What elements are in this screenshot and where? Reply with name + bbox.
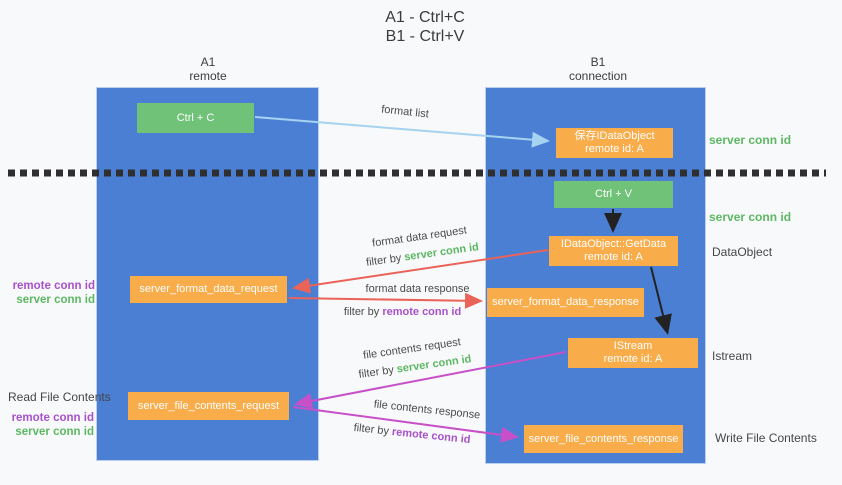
node-istream-line2: remote id: A bbox=[603, 353, 663, 365]
node-ctrl-c: Ctrl + C bbox=[137, 103, 254, 133]
edge-label-format-data-response-filter: filter by remote conn id bbox=[340, 306, 465, 318]
node-server-file-contents-response: server_file_contents_response bbox=[524, 425, 683, 453]
lane-header-b1: B1 connection bbox=[528, 55, 668, 83]
node-format-response-label: server_format_data_response bbox=[492, 296, 639, 308]
node-server-file-contents-request: server_file_contents_request bbox=[128, 392, 289, 420]
node-istream-line1: IStream bbox=[613, 340, 653, 352]
node-file-request-label: server_file_contents_request bbox=[137, 399, 280, 412]
node-getdata-line2: remote id: A bbox=[584, 251, 643, 263]
edge-label-format-list: format list bbox=[380, 103, 430, 121]
lane-a1-name: A1 bbox=[200, 55, 216, 69]
node-save-idataobject: 保存IDataObject remote id: A bbox=[556, 128, 673, 158]
lane-header-a1: A1 remote bbox=[138, 55, 278, 83]
annotation-write-file-contents: Write File Contents bbox=[715, 431, 817, 445]
annotation-server-conn-id-left-bottom: server conn id bbox=[15, 426, 94, 438]
annotation-read-file-contents: Read File Contents bbox=[8, 390, 111, 404]
filter-value-server-conn-id: server conn id bbox=[395, 353, 473, 376]
edge-label-file-contents-response-filter: filter by remote conn id bbox=[348, 421, 477, 446]
annotation-server-conn-id-mid: server conn id bbox=[709, 210, 792, 224]
node-server-format-data-request: server_format_data_request bbox=[130, 276, 287, 303]
title-line-2: B1 - Ctrl+V bbox=[385, 28, 465, 45]
node-ctrl-c-label: Ctrl + C bbox=[176, 111, 215, 124]
node-ctrl-v: Ctrl + V bbox=[554, 181, 673, 208]
filter-by-text: filter by bbox=[353, 421, 393, 438]
edge-label-file-contents-response: file contents response bbox=[373, 398, 481, 422]
filter-value-server-conn-id: server conn id bbox=[403, 241, 480, 264]
lane-b1-role: connection bbox=[568, 69, 628, 83]
title-line-1: A1 - Ctrl+C bbox=[385, 9, 465, 26]
node-server-format-data-response: server_format_data_response bbox=[487, 288, 644, 317]
node-istream: IStream remote id: A bbox=[568, 338, 698, 368]
annotation-conn-ids-top: remote conn id server conn id bbox=[0, 279, 95, 307]
annotation-remote-conn-id-top: remote conn id bbox=[12, 280, 95, 292]
node-format-request-label: server_format_data_request bbox=[139, 283, 278, 295]
diagram-title: A1 - Ctrl+C B1 - Ctrl+V bbox=[320, 8, 530, 46]
node-save-idataobject-line1: 保存IDataObject bbox=[574, 130, 655, 142]
edge-label-format-data-response: format data response bbox=[365, 283, 470, 295]
node-getdata-line1: IDataObject::GetData bbox=[560, 238, 667, 250]
annotation-conn-ids-bottom: remote conn id server conn id bbox=[0, 411, 94, 439]
node-ctrl-v-label: Ctrl + V bbox=[595, 188, 632, 200]
filter-by-text: filter by bbox=[365, 251, 406, 269]
node-idataobject-getdata: IDataObject::GetData remote id: A bbox=[549, 236, 678, 266]
node-save-idataobject-line2: remote id: A bbox=[585, 143, 644, 155]
filter-by-text: filter by bbox=[357, 363, 398, 381]
filter-value-remote-conn-id: remote conn id bbox=[391, 425, 471, 447]
annotation-server-conn-id-top: server conn id bbox=[709, 133, 792, 147]
annotation-server-conn-id-left-top: server conn id bbox=[16, 294, 95, 306]
lane-b1-name: B1 bbox=[590, 55, 606, 69]
filter-by-text: filter by bbox=[343, 306, 383, 318]
annotation-dataobject: DataObject bbox=[712, 245, 773, 259]
annotation-istream: Istream bbox=[712, 349, 753, 363]
annotation-remote-conn-id-bottom: remote conn id bbox=[11, 412, 94, 424]
filter-value-remote-conn-id: remote conn id bbox=[382, 306, 462, 318]
node-file-response-label: server_file_contents_response bbox=[528, 432, 679, 445]
lane-a1-role: remote bbox=[189, 69, 227, 83]
